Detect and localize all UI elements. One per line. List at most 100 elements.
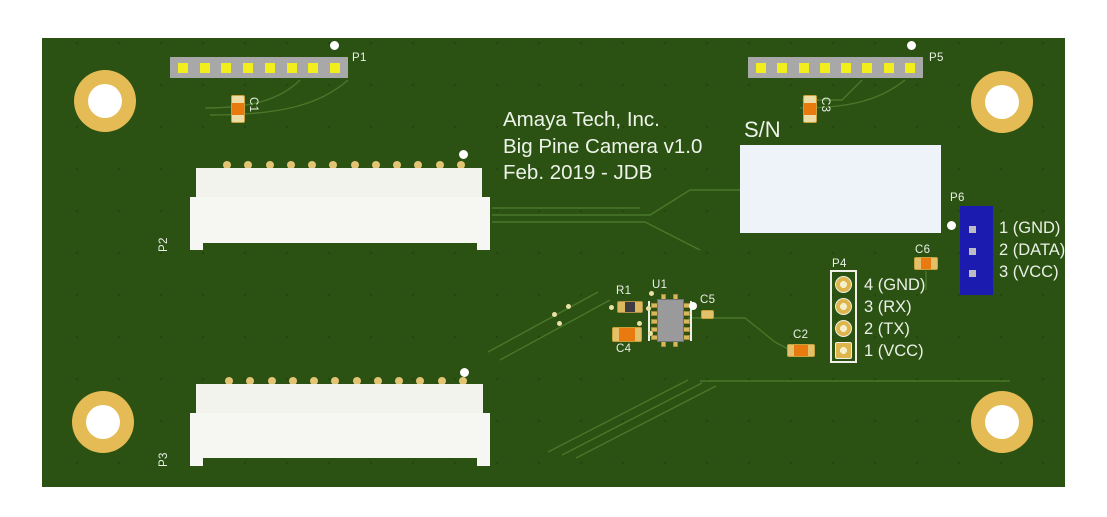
gold-pad — [373, 377, 382, 385]
pad — [329, 62, 340, 73]
via — [637, 321, 642, 326]
drill-hole — [985, 405, 1019, 439]
title-line-1: Amaya Tech, Inc. — [503, 108, 660, 131]
via — [649, 291, 654, 296]
refdes-p6: P6 — [950, 192, 965, 204]
p4-pad-3 — [835, 298, 852, 315]
mounting-hole-top-right — [971, 71, 1033, 133]
p2-contact-pads — [223, 161, 465, 169]
capacitor-c5 — [701, 310, 714, 319]
u1-pin — [683, 319, 690, 324]
p3-foot-left — [190, 458, 203, 466]
p2-foot-left — [190, 243, 203, 250]
connector-p3-top — [196, 384, 483, 414]
pad — [199, 62, 210, 73]
title-line-3: Feb. 2019 - JDB — [503, 161, 653, 184]
p6-pin — [969, 248, 976, 255]
u1-silk-line-right — [690, 301, 692, 341]
gold-pad — [456, 161, 465, 169]
pad — [221, 62, 232, 73]
capacitor-c1 — [231, 95, 245, 123]
connector-p2-top — [196, 168, 482, 198]
capacitor-c2 — [787, 344, 815, 357]
p4-pad-1 — [835, 342, 852, 359]
p2-pin1-marker-dot — [459, 150, 468, 159]
capacitor-c3 — [803, 95, 817, 123]
connector-p5 — [748, 57, 923, 78]
gold-pad — [265, 161, 274, 169]
p4-pad-4 — [835, 276, 852, 293]
gold-pad — [310, 377, 319, 385]
serial-number-label: S/N — [744, 117, 781, 142]
mounting-hole-top-left — [74, 70, 136, 132]
pad — [883, 62, 894, 73]
pad — [286, 62, 297, 73]
gold-pad — [458, 377, 467, 385]
p4-pad-2 — [835, 320, 852, 337]
p3-foot-right — [477, 458, 490, 466]
p6-pin-label-2: 2 (DATA) — [999, 241, 1066, 259]
refdes-p1: P1 — [352, 52, 367, 64]
drill-hole — [88, 84, 122, 118]
gold-pad — [371, 161, 380, 169]
u1-pin — [683, 335, 690, 340]
connector-p1 — [170, 57, 348, 78]
gold-pad — [416, 377, 425, 385]
gold-pad — [288, 377, 297, 385]
p4-pin-label-1: 1 (VCC) — [864, 342, 924, 360]
u1-marker-dot — [689, 302, 697, 310]
title-line-2: Big Pine Camera v1.0 — [503, 134, 703, 158]
refdes-u1: U1 — [652, 279, 668, 291]
drill-hole — [985, 85, 1019, 119]
gold-pad — [267, 377, 276, 385]
gold-pad — [437, 377, 446, 385]
pad — [904, 62, 915, 73]
pad — [178, 62, 188, 73]
p1-pin1-marker-dot — [330, 41, 339, 50]
ic-u1 — [657, 299, 684, 342]
p6-pin-label-1: 1 (GND) — [999, 219, 1061, 237]
refdes-c3: C3 — [819, 97, 831, 113]
gold-pad — [225, 377, 233, 385]
gold-pad — [244, 161, 253, 169]
p6-pin1-marker-dot — [947, 221, 956, 230]
connector-p3-body — [190, 413, 490, 458]
gold-pad — [331, 377, 340, 385]
refdes-p5: P5 — [929, 52, 944, 64]
gold-pad — [393, 161, 402, 169]
u1-silk-line-left — [648, 301, 650, 341]
pad — [777, 62, 788, 73]
refdes-c5: C5 — [700, 294, 716, 306]
gold-pad — [246, 377, 255, 385]
refdes-c4: C4 — [616, 343, 632, 355]
connector-p2-body — [190, 197, 490, 243]
drill-hole — [86, 405, 120, 439]
connector-p4-outline — [830, 270, 857, 363]
via — [646, 306, 651, 311]
via — [552, 312, 557, 317]
gold-pad — [308, 161, 317, 169]
serial-number-box — [740, 145, 941, 233]
pad — [841, 62, 852, 73]
capacitor-c4 — [612, 327, 642, 342]
pad — [862, 62, 873, 73]
pad — [264, 62, 275, 73]
p3-pin1-marker-dot — [460, 368, 469, 377]
p6-pin — [969, 270, 976, 277]
via — [609, 305, 614, 310]
gold-pad — [223, 161, 231, 169]
u1-pin — [683, 327, 690, 332]
gold-pad — [352, 377, 361, 385]
via — [648, 331, 653, 336]
board-title-block: Amaya Tech, Inc. Big Pine Camera v1.0 Fe… — [503, 107, 702, 187]
refdes-c2: C2 — [793, 329, 809, 341]
p5-pin1-marker-dot — [907, 41, 916, 50]
refdes-p2: P2 — [158, 237, 170, 252]
p3-contact-pads — [225, 377, 467, 385]
refdes-p4: P4 — [832, 258, 847, 270]
p4-pin-label-4: 4 (GND) — [864, 276, 926, 294]
capacitor-c6 — [914, 257, 938, 270]
refdes-c6: C6 — [915, 244, 931, 256]
mounting-hole-bottom-right — [971, 391, 1033, 453]
p4-pin-label-2: 2 (TX) — [864, 320, 910, 338]
